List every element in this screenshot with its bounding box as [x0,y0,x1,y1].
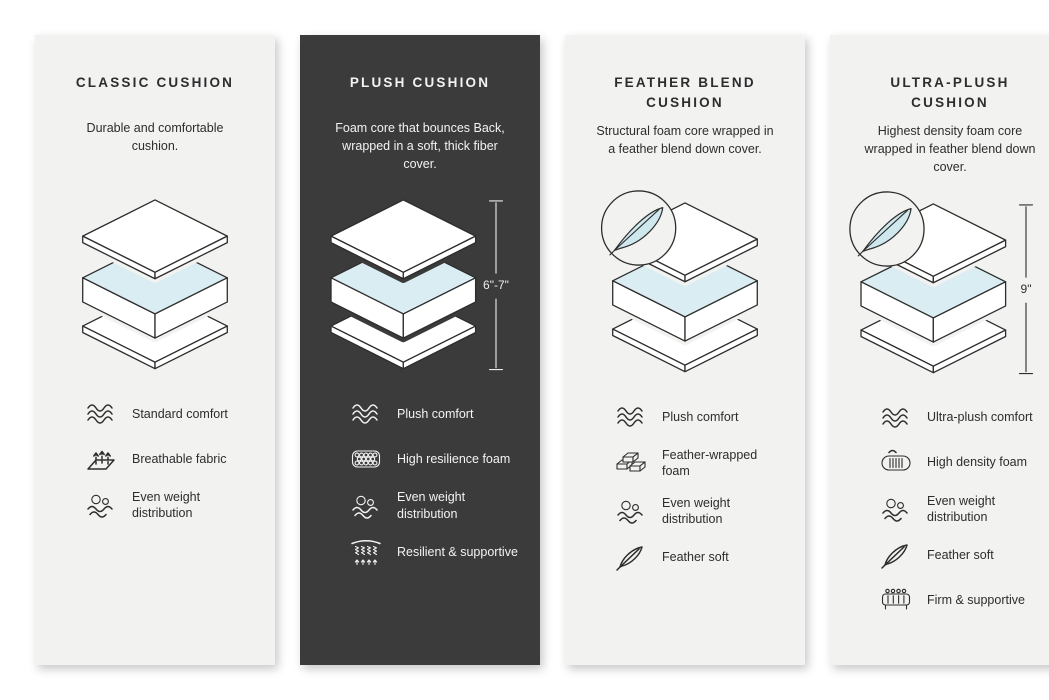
feature-label: Resilient & supportive [397,544,518,559]
feather-badge-icon [600,190,677,266]
feature-row: Breathable fabric [83,444,257,474]
feature-row: Ultra-plush comfort [878,403,1049,433]
cushion-layers-illustration [78,195,232,373]
foam-bricks-icon [616,452,646,472]
weight-distribution-icon [882,498,908,522]
weight-distribution-icon [617,500,643,524]
feature-row: High resilience foam [348,444,522,474]
waves-icon [882,407,908,428]
cushion-layers-illustration: 9" [849,190,1034,377]
weight-distribution-icon [352,495,378,519]
feature-label: Plush comfort [662,410,739,424]
measurement-label: 9" [1021,281,1032,295]
feather-icon [616,546,643,571]
density-foam-icon [881,449,911,471]
card-title: FEATHER BLEND CUSHION [614,75,756,110]
feature-list: Plush comfort High resilience foam [318,399,522,567]
cushion-layers-illustration: 6"-7" [326,196,509,374]
feature-label: High resilience foam [397,452,511,467]
card-description: Foam core that bounces Back, wrapped in … [335,121,505,172]
feature-label: Even weight distribution [662,495,731,526]
card-title: CLASSIC CUSHION [75,75,235,90]
waves-icon [87,404,113,424]
measurement-label: 6"-7" [483,278,509,292]
feature-label: Even weight distribution [132,490,201,521]
feather-badge-icon [849,190,925,267]
breathable-fabric-icon [87,450,115,470]
cushion-card-ultra-plush: ULTRA-PLUSH CUSHION Highest density foam… [830,35,1049,665]
feature-row: Feather soft [878,540,1049,570]
feature-label: Plush comfort [397,407,474,422]
feature-label: Feather soft [927,547,994,562]
feature-row: Plush comfort [613,402,787,432]
feature-row: Even weight distribution [878,493,1049,526]
feature-label: Even weight distribution [397,490,466,521]
card-description: Durable and comfortable cushion. [86,121,224,154]
honeycomb-foam-icon [351,450,381,468]
card-title: ULTRA-PLUSH CUSHION [890,75,1010,110]
feature-row: Plush comfort [348,399,522,429]
feature-label: Even weight distribution [927,493,996,524]
feature-row: Firm & supportive [878,585,1049,615]
cushion-card-plush: PLUSH CUSHION Foam core that bounces Bac… [300,35,540,665]
feature-label: Firm & supportive [927,592,1025,607]
card-description: Highest density foam core wrapped in fea… [864,124,1036,175]
top-cover-layer [326,196,480,284]
feature-label: High density foam [927,455,1028,470]
feature-label: Feather soft [662,550,729,564]
feature-row: High density foam [878,448,1049,478]
feature-row: Feather-wrapped foam [613,447,787,480]
feature-row: Standard comfort [83,399,257,429]
springs-icon [351,539,381,565]
height-measurement: 6"-7" [483,200,509,371]
feature-label: Ultra-plush comfort [927,410,1033,425]
feature-list: Ultra-plush comfort High density foam Ev… [848,403,1049,616]
feather-icon [881,544,908,569]
firm-supportive-icon [881,588,911,610]
top-cover-layer [78,195,232,283]
feature-label: Feather-wrapped foam [662,448,758,479]
card-description: Structural foam core wrapped in a feathe… [596,124,774,157]
feature-list: Standard comfort Breathable fabric Even … [53,399,257,522]
feature-label: Standard comfort [132,406,228,421]
waves-icon [352,404,378,425]
weight-distribution-icon [87,495,113,518]
height-measurement: 9" [1018,203,1034,374]
cushion-card-feather-blend: FEATHER BLEND CUSHION Structural foam co… [565,35,805,665]
card-title: PLUSH CUSHION [349,75,491,90]
feature-row: Even weight distribution [613,495,787,528]
feature-row: Resilient & supportive [348,537,522,567]
cushion-layers-illustration [600,190,762,376]
waves-icon [617,407,643,427]
feature-list: Plush comfort Feather-wrapped foam Ev [583,402,787,572]
feature-row: Even weight distribution [348,489,522,522]
feature-row: Even weight distribution [83,489,257,522]
feature-row: Feather soft [613,542,787,572]
feature-label: Breathable fabric [132,451,227,466]
cushion-card-classic: CLASSIC CUSHION Durable and comfortable … [35,35,275,665]
